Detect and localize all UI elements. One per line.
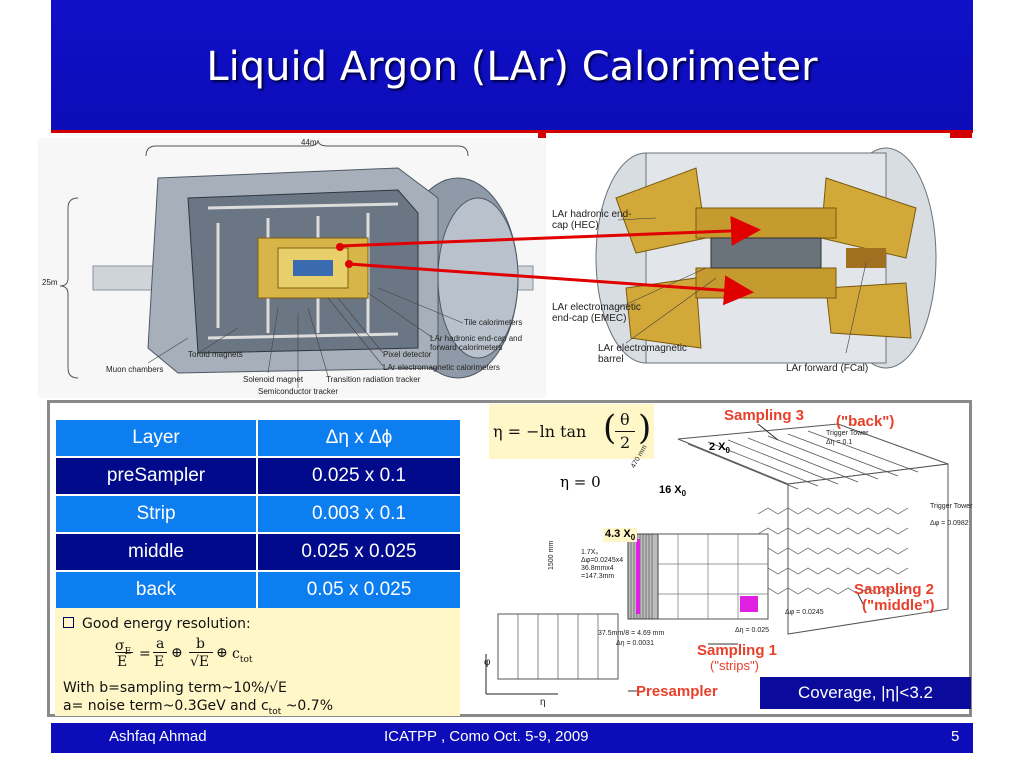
strip-pitch-label: 37.5mm/8 = 4.69 mm [598, 630, 665, 637]
bullet-square-icon [63, 617, 74, 628]
connector-arrows [339, 215, 761, 306]
eta-formula-render: η = −ln tan ( θ 2 ) [493, 408, 652, 452]
eta-zero-label: η = 0 [560, 473, 601, 491]
strip-deta-label: Δη = 0.0031 [616, 640, 654, 647]
sampling3-subtitle: ("back") [836, 413, 895, 430]
noise-term-subscript: tot [268, 706, 282, 717]
noise-term-suffix: ~0.7% [281, 698, 333, 714]
radiation-length-strip: 4.3 X0 [603, 528, 638, 543]
trigger-tower-dphi: Δφ = 0.0982 [930, 520, 969, 527]
label-toroid-magnets: Toroid magnets [188, 350, 243, 359]
label-lar-em-calorimeters: LAr electromagnetic calorimeters [383, 363, 500, 372]
label-fcal: LAr forward (FCal) [786, 363, 869, 374]
divider-tick [950, 133, 972, 138]
table-header-cell: Layer [55, 419, 257, 457]
label-hec: LAr hadronic end-cap (HEC) [552, 209, 632, 231]
label-pixel-detector: Pixel detector [383, 350, 432, 359]
title-underline [51, 130, 973, 133]
sampling2-title: Sampling 2 [854, 581, 935, 598]
width-dimension-label: 44m [301, 138, 317, 147]
table-cell: preSampler [55, 457, 257, 495]
table-header-row: Layer Δη x Δϕ [55, 419, 461, 457]
table-header-cell: Δη x Δϕ [257, 419, 461, 457]
resolution-bullet-row: Good energy resolution: [63, 616, 251, 632]
sampling1-subtitle: ("strips") [710, 658, 759, 673]
sampling1-title: Sampling 1 [697, 642, 778, 659]
table-cell: 0.025 x 0.1 [257, 457, 461, 495]
table-cell: middle [55, 533, 257, 571]
table-cell: Strip [55, 495, 257, 533]
middle-deta-label: Δη = 0.025 [735, 627, 770, 634]
trigger-tower-deta: Δη = 0.1 [826, 439, 853, 446]
cell-note-line: 1.7X₀ [581, 549, 599, 556]
noise-term-line: a= noise term~0.3GeV and ctot ~0.7% [63, 698, 333, 717]
divider-tick [538, 133, 546, 138]
phi-axis-label: φ [484, 657, 491, 668]
trigger-tower-side-label: Trigger Tower [930, 503, 973, 510]
lar-endcap-drawing [595, 147, 937, 369]
depth-1500-label: 1500 mm [548, 540, 555, 570]
label-muon-chambers: Muon chambers [106, 365, 164, 374]
table-row: back 0.05 x 0.025 [55, 571, 461, 609]
noise-term-text: a= noise term~0.3GeV and c [63, 698, 269, 714]
resolution-heading: Good energy resolution: [82, 616, 251, 632]
pseudorapidity-formula: η = −ln tan ( θ 2 ) [489, 404, 654, 459]
atlas-detector-drawing [59, 139, 534, 388]
resolution-note: Good energy resolution: σE E = a E ⊕ b √… [55, 608, 460, 717]
trigger-tower-top-label: Trigger Tower [826, 430, 869, 437]
title-bar [51, 0, 973, 133]
table-row: preSampler 0.025 x 0.1 [55, 457, 461, 495]
label-em-barrel: LAr electromagnetic barrel [598, 343, 687, 365]
cell-note: 1.7X₀ Δφ=0.0245x4 36.8mmx4 =147.3mm [581, 549, 623, 581]
height-dimension-label: 25m [42, 278, 58, 287]
table-cell: 0.025 x 0.025 [257, 533, 461, 571]
sampling2-subtitle: ("middle") [862, 597, 935, 614]
cell-note-line: =147.3mm [581, 573, 615, 580]
lar-endcap-figure: LAr hadronic end-cap (HEC) LAr electroma… [546, 138, 954, 398]
radiation-length-back: 2 X0 [709, 441, 730, 456]
table-row: Strip 0.003 x 0.1 [55, 495, 461, 533]
slide-title: Liquid Argon (LAr) Calorimeter [206, 44, 818, 90]
table-cell: back [55, 571, 257, 609]
table-cell: 0.003 x 0.1 [257, 495, 461, 533]
radiation-length-middle: 16 X0 [659, 484, 687, 499]
sampling-layers-drawing [485, 423, 949, 695]
granularity-table: Layer Δη x Δϕ preSampler 0.025 x 0.1 Str… [55, 419, 461, 609]
coverage-badge: Coverage, |η|<3.2 [760, 677, 971, 709]
footer-page-number: 5 [951, 728, 960, 745]
table-cell: 0.05 x 0.025 [257, 571, 461, 609]
sampling-term-line: With b=sampling term~10%/√E [63, 680, 287, 696]
presampler-label: Presampler [636, 683, 718, 700]
label-solenoid-magnet: Solenoid magnet [243, 375, 304, 384]
label-tile-calorimeters: Tile calorimeters [464, 318, 523, 327]
resolution-formula: σE E = a E ⊕ b √E ⊕ ctot [115, 636, 253, 670]
footer-bar: Ashfaq Ahmad ICATPP , Como Oct. 5-9, 200… [51, 723, 973, 753]
atlas-detector-figure: 44m 25m Tile calorimeters LAr hadronic e… [38, 138, 546, 398]
footer-author: Ashfaq Ahmad [109, 728, 207, 745]
table-row: middle 0.025 x 0.025 [55, 533, 461, 571]
label-semiconductor-tracker: Semiconductor tracker [258, 387, 339, 396]
label-transition-radiation-tracker: Transition radiation tracker [326, 375, 421, 384]
cell-note-line: 36.8mmx4 [581, 565, 614, 572]
label-emec: LAr electromagnetic end-cap (EMEC) [552, 302, 641, 324]
cell-note-line: Δφ=0.0245x4 [581, 557, 624, 564]
middle-dphi-label: Δφ = 0.0245 [785, 609, 824, 616]
eta-axis-label: η [540, 697, 546, 708]
sampling3-title: Sampling 3 [724, 407, 805, 424]
footer-conference: ICATPP , Como Oct. 5-9, 2009 [384, 728, 589, 745]
label-lar-hadronic-endcap: LAr hadronic end-cap and forward calorim… [430, 334, 523, 352]
